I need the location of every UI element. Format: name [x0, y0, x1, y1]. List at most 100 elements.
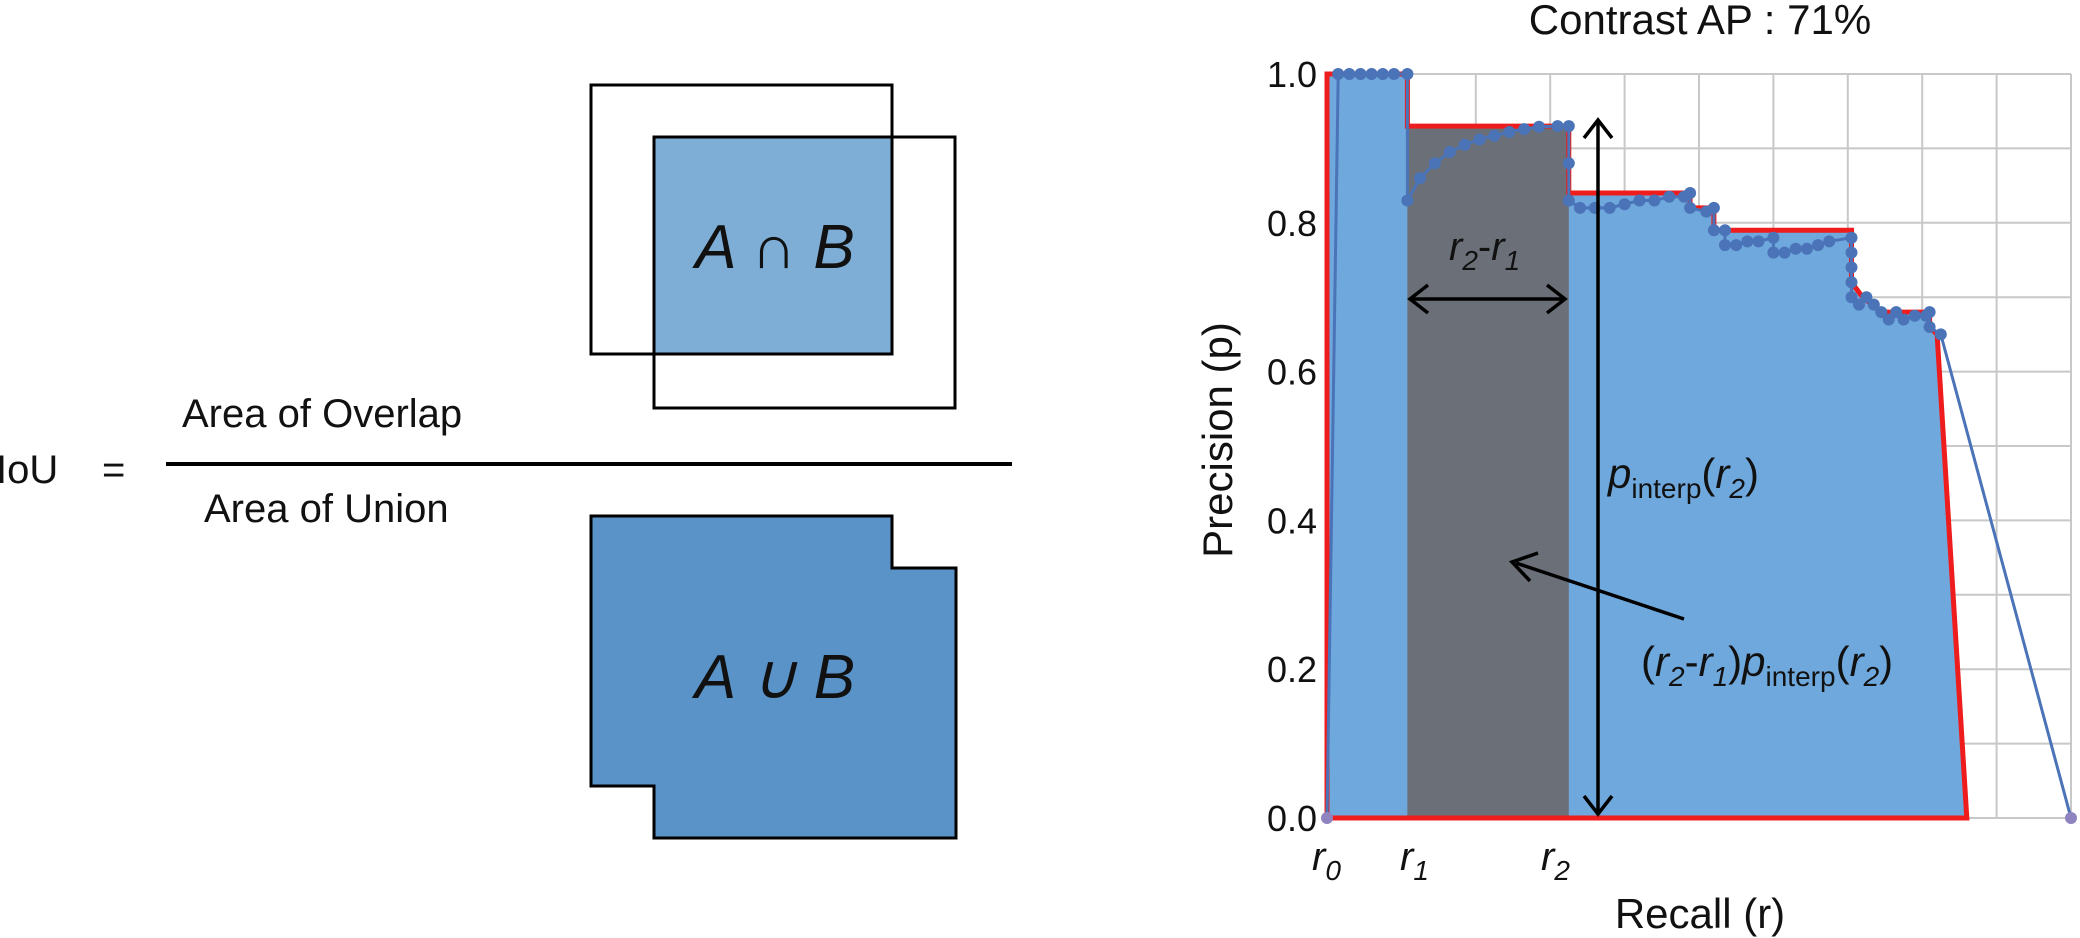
x-tick-r2-main: r [1541, 835, 1556, 879]
y-tick-label: 0.6 [1267, 352, 1317, 393]
pr-point [1882, 313, 1895, 326]
pr-point [1533, 120, 1545, 133]
pr-point [1443, 146, 1456, 159]
area-label-r2-sub: 2 [1668, 661, 1685, 692]
pr-point [1574, 201, 1586, 214]
area-label-p: p [1740, 638, 1765, 685]
pr-point [1343, 68, 1356, 80]
pr-point [1767, 246, 1780, 259]
y-tick-label: 0.2 [1267, 649, 1317, 690]
pr-point [1934, 328, 1947, 341]
highlight-strip [1407, 126, 1569, 818]
pr-point [1812, 239, 1824, 252]
area-label-r1-sub: 1 [1713, 661, 1729, 692]
annotations: r2-r1 pinterp(r2) (r2-r1)pinterp(r2) [1407, 117, 1893, 817]
x-tick-r1: r1 [1400, 835, 1429, 886]
intersection-label: A ∩ B [691, 213, 854, 282]
pr-point [1845, 261, 1858, 274]
pr-point [1428, 157, 1441, 170]
height-arrow-top-head [1582, 117, 1614, 140]
height-label-r-sub: 2 [1728, 473, 1745, 504]
pr-point [1603, 201, 1616, 214]
width-arrow-left-head [1407, 283, 1430, 315]
pr-point [1845, 291, 1858, 304]
pr-point [1707, 201, 1720, 214]
y-tick-label: 0.8 [1267, 203, 1317, 244]
box-b-outline [652, 135, 957, 410]
area-label-close1: ) [1728, 638, 1742, 685]
chart-areas [1327, 74, 1967, 818]
pr-point [2065, 812, 2077, 824]
area-label-r1: r [1699, 638, 1715, 685]
pr-point [1778, 246, 1791, 259]
x-tick-r2-sub: 2 [1553, 855, 1570, 886]
area-label-r2: r [1655, 638, 1671, 685]
pr-point [1860, 291, 1873, 304]
x-tick-r1-sub: 1 [1413, 855, 1429, 886]
pr-point [1473, 133, 1486, 146]
area-pointer-arrow [1515, 561, 1685, 621]
pr-point [1618, 198, 1631, 211]
pr-point [1458, 138, 1471, 151]
pr-point [1823, 235, 1836, 248]
pr-point [1875, 306, 1888, 319]
area-label-close2: ) [1879, 638, 1893, 685]
y-tick-label: 0.0 [1267, 798, 1317, 839]
height-label: pinterp(r2) [1606, 450, 1759, 504]
width-label: r2-r1 [1449, 225, 1520, 276]
x-axis-label: Recall (r) [1615, 890, 1785, 937]
iou-label: IoU [0, 448, 58, 492]
y-tick-label: 1.0 [1267, 54, 1317, 95]
pr-point [1663, 190, 1676, 203]
pr-point [1562, 120, 1575, 133]
pr-point [1648, 194, 1661, 207]
height-label-p-sub: interp [1631, 473, 1701, 504]
area-label-open1: ( [1641, 638, 1655, 685]
pr-point [1867, 298, 1880, 311]
pr-point [1789, 242, 1802, 255]
pr-point [1845, 231, 1858, 244]
pr-point [1897, 313, 1910, 326]
pr-point [1800, 242, 1813, 255]
width-label-a-sub: 2 [1461, 245, 1478, 276]
pr-point [1321, 812, 1333, 824]
intersection-graphic: A ∩ B [589, 83, 957, 410]
pr-point [1354, 68, 1367, 80]
pr-point [1845, 276, 1858, 289]
chart-points [1321, 68, 2077, 824]
width-label-dash: - [1478, 225, 1491, 269]
y-axis-label: Precision (p) [1194, 322, 1241, 558]
pr-point [1707, 224, 1720, 237]
pr-point [1388, 68, 1400, 80]
pr-point [1562, 194, 1575, 207]
pr-point [1633, 194, 1646, 207]
pr-point [1684, 201, 1697, 214]
pr-point [1562, 157, 1575, 170]
width-arrow-right-head [1545, 283, 1568, 315]
x-tick-r0: r0 [1312, 835, 1341, 886]
y-tick-label: 0.4 [1267, 500, 1317, 541]
equals-sign: = [102, 448, 125, 492]
width-label-b: r [1491, 225, 1506, 269]
union-label: A ∪ B [691, 643, 855, 712]
pr-point [1719, 224, 1731, 237]
x-tick-r0-main: r [1312, 835, 1327, 879]
pr-point [1332, 68, 1345, 80]
pr-point [1551, 120, 1564, 133]
pr-point [1376, 68, 1389, 80]
denominator-text: Area of Union [204, 487, 449, 531]
pr-point [1845, 246, 1858, 259]
pr-point [1503, 126, 1516, 138]
height-label-close: ) [1745, 450, 1759, 497]
pr-point [1741, 235, 1754, 248]
height-arrow-bottom-head [1582, 794, 1614, 817]
numerator-text: Area of Overlap [182, 392, 462, 436]
chart-title: Contrast AP : 71% [1529, 0, 1871, 43]
pr-point [1414, 172, 1426, 185]
height-label-p: p [1606, 450, 1631, 497]
height-label-open: ( [1701, 450, 1715, 497]
pr-point [1923, 306, 1936, 319]
x-tick-r0-sub: 0 [1325, 855, 1341, 886]
pr-point [1365, 68, 1378, 80]
